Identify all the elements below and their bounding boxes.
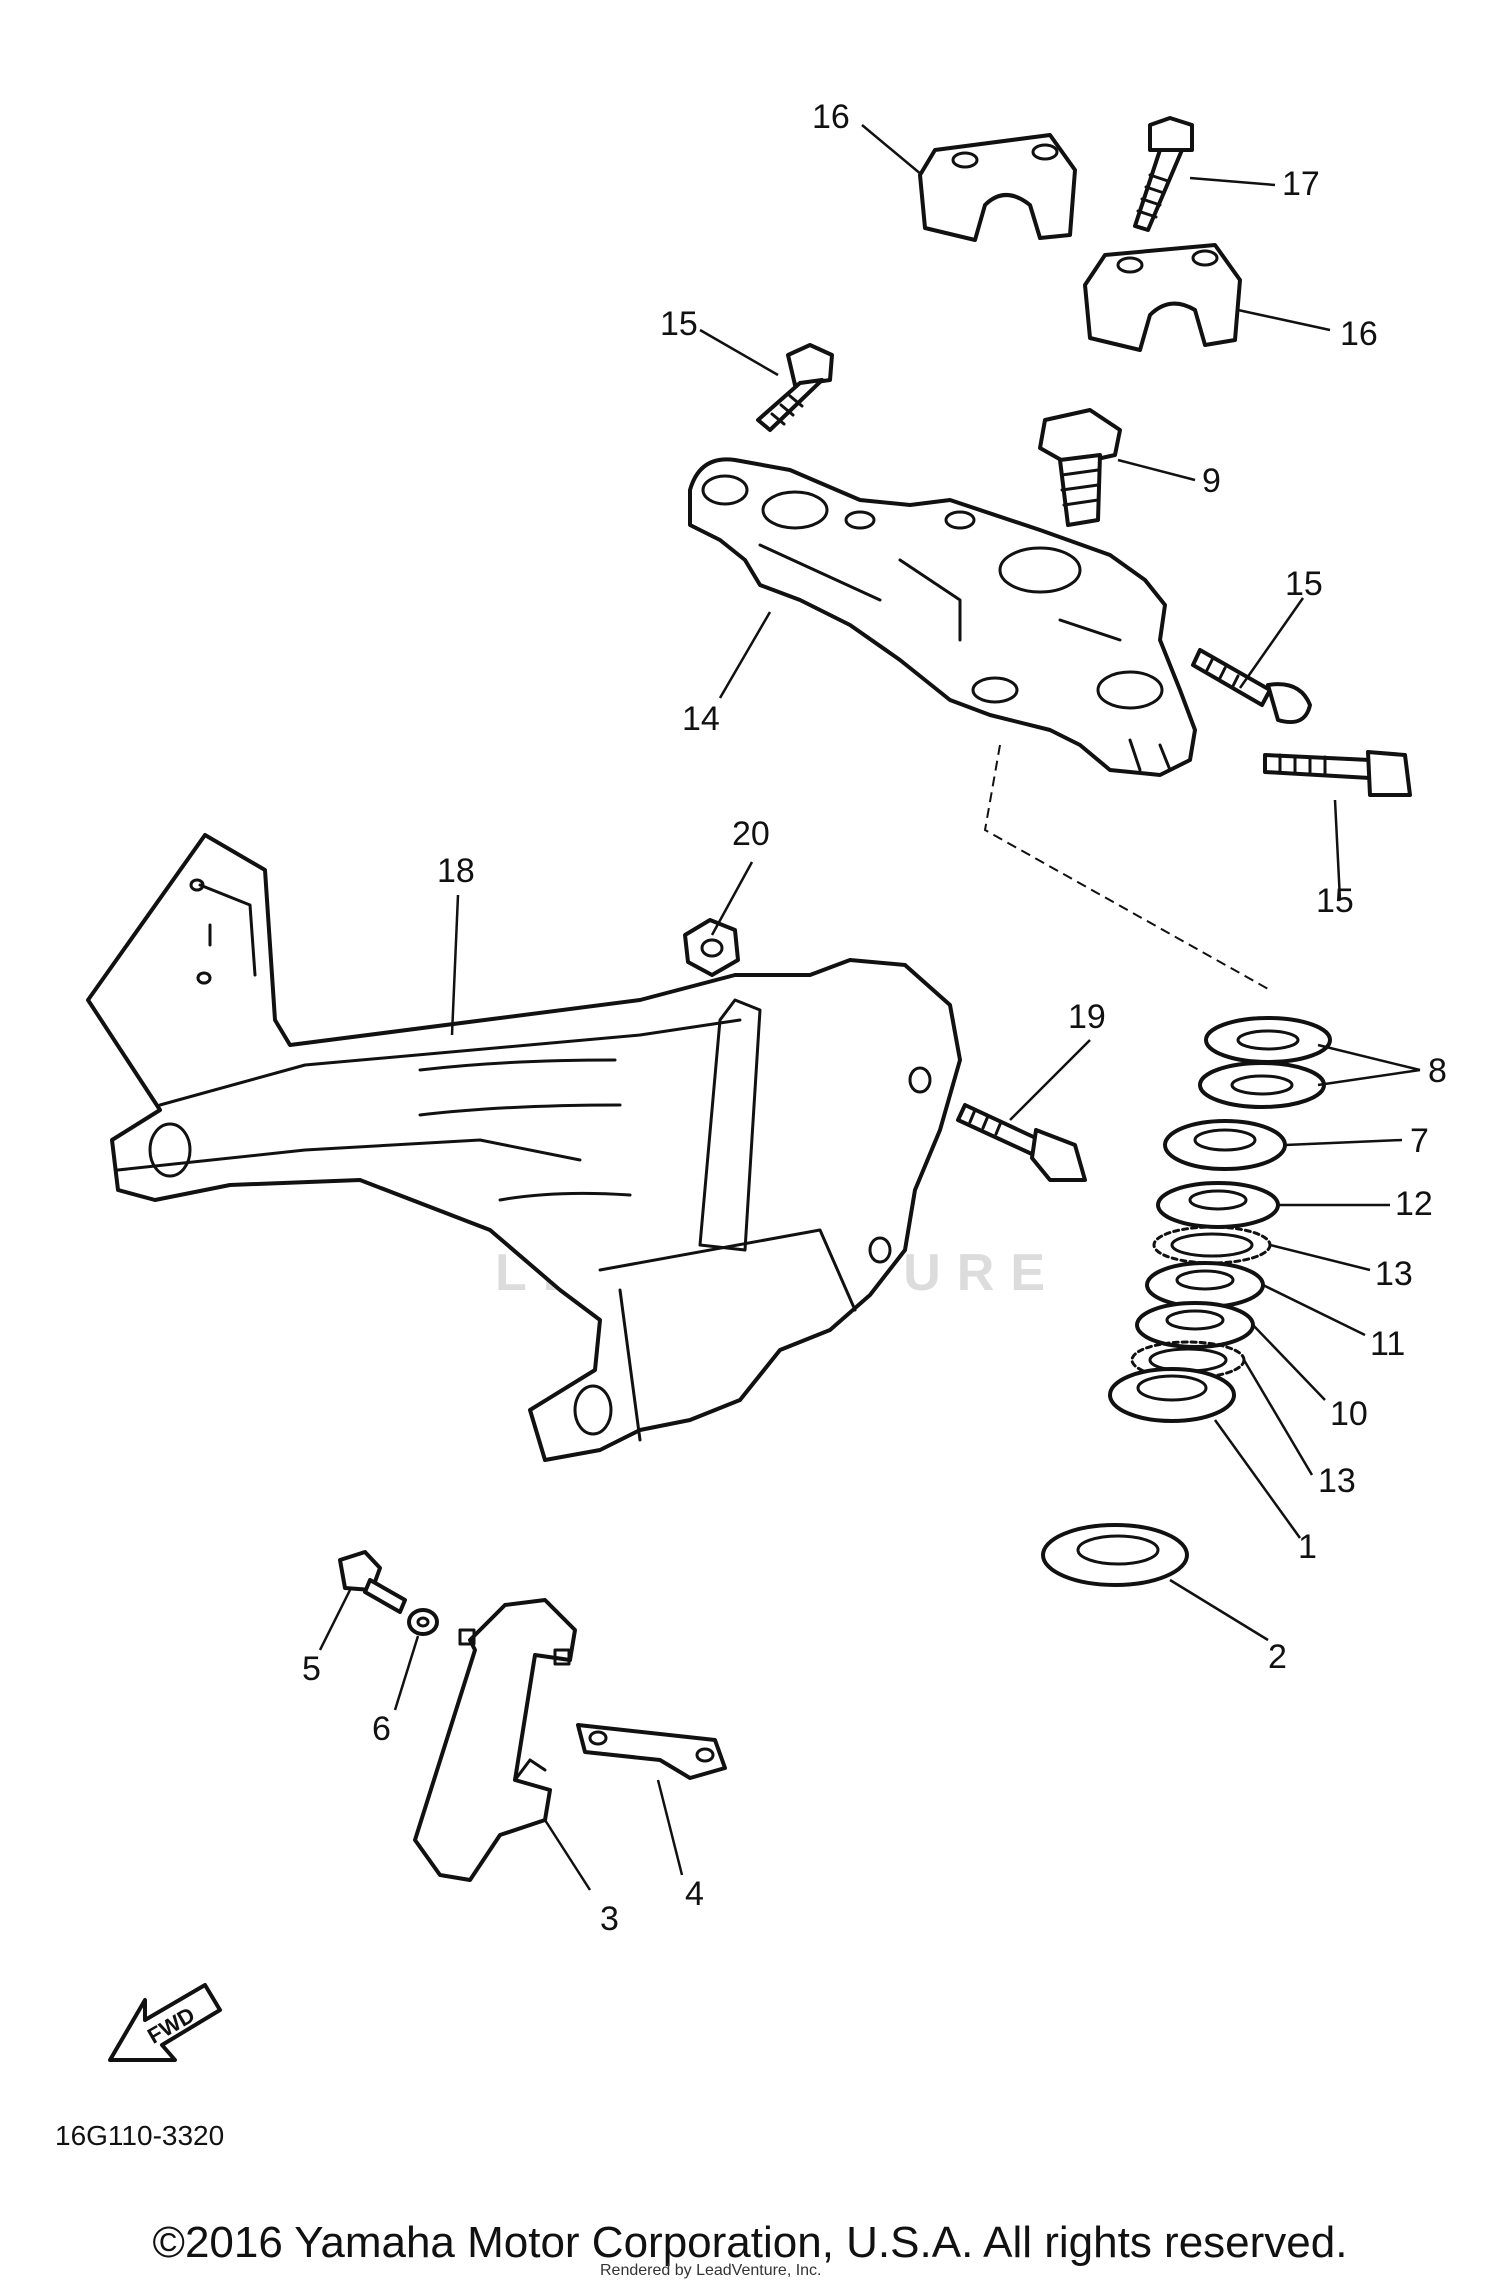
callout-19: 19	[1068, 998, 1106, 1036]
ball-bearing-13-upper[interactable]	[1152, 1225, 1272, 1265]
bolt-17[interactable]	[1133, 116, 1194, 232]
callout-3: 3	[600, 1900, 619, 1938]
bracket-3[interactable]	[413, 1598, 577, 1882]
bolt-15-b[interactable]	[1191, 648, 1312, 725]
bolt-15-c[interactable]	[1263, 750, 1412, 797]
steering-crown-14[interactable]	[688, 457, 1197, 777]
callout-8: 8	[1428, 1052, 1447, 1090]
bolt-15-a[interactable]	[756, 343, 834, 432]
callout-2: 2	[1268, 1638, 1287, 1676]
handlebar-holder-upper-b[interactable]	[1083, 243, 1242, 352]
leader-lines	[318, 124, 1421, 1891]
callout-1: 1	[1298, 1528, 1317, 1566]
fwd-arrow-icon: FWD	[108, 1983, 222, 2062]
callout-16: 16	[812, 98, 850, 136]
callout-12: 12	[1395, 1185, 1433, 1223]
callout-14: 14	[682, 700, 720, 738]
callout-labels: 16 17 16 15 9 15 14 15 20 18 19 8 7 12 1…	[302, 98, 1447, 1938]
ring-nut-8-upper[interactable]	[1204, 1016, 1332, 1064]
callout-15: 15	[660, 305, 698, 343]
callout-6: 6	[372, 1710, 391, 1748]
race-10[interactable]	[1135, 1301, 1255, 1349]
callout-13: 13	[1318, 1462, 1356, 1500]
seal-1[interactable]	[1108, 1367, 1236, 1423]
ring-nut-8-lower[interactable]	[1198, 1061, 1326, 1109]
rendered-by-notice: Rendered by LeadVenture, Inc.	[600, 2262, 822, 2279]
callout-16: 16	[1340, 315, 1378, 353]
bolt-5[interactable]	[338, 1550, 407, 1614]
nut-20[interactable]	[683, 918, 740, 977]
bracket-18[interactable]	[86, 833, 962, 1462]
dust-seal-2[interactable]	[1041, 1523, 1189, 1587]
clip-4[interactable]	[576, 1723, 727, 1780]
washer-6[interactable]	[407, 1608, 439, 1636]
diagram-part-code: 16G110-3320	[55, 2120, 224, 2151]
callout-10: 10	[1330, 1395, 1368, 1433]
callout-11: 11	[1370, 1325, 1405, 1363]
callout-5: 5	[302, 1650, 321, 1688]
callout-13: 13	[1375, 1255, 1413, 1293]
race-11[interactable]	[1145, 1261, 1265, 1309]
callout-7: 7	[1410, 1122, 1429, 1160]
callout-18: 18	[437, 852, 475, 890]
copyright-notice: ©2016 Yamaha Motor Corporation, U.S.A. A…	[152, 2218, 1348, 2267]
handlebar-holder-upper-a[interactable]	[918, 133, 1077, 242]
callout-15: 15	[1316, 882, 1354, 920]
callout-20: 20	[732, 815, 770, 853]
callout-15: 15	[1285, 565, 1323, 603]
bolt-9[interactable]	[1038, 408, 1122, 527]
race-12[interactable]	[1156, 1181, 1280, 1229]
washer-7[interactable]	[1163, 1119, 1287, 1171]
callout-17: 17	[1282, 165, 1320, 203]
assembly-guide-line	[983, 744, 1271, 991]
callout-9: 9	[1202, 462, 1221, 500]
bolt-19[interactable]	[956, 1103, 1087, 1182]
callout-4: 4	[685, 1875, 704, 1913]
